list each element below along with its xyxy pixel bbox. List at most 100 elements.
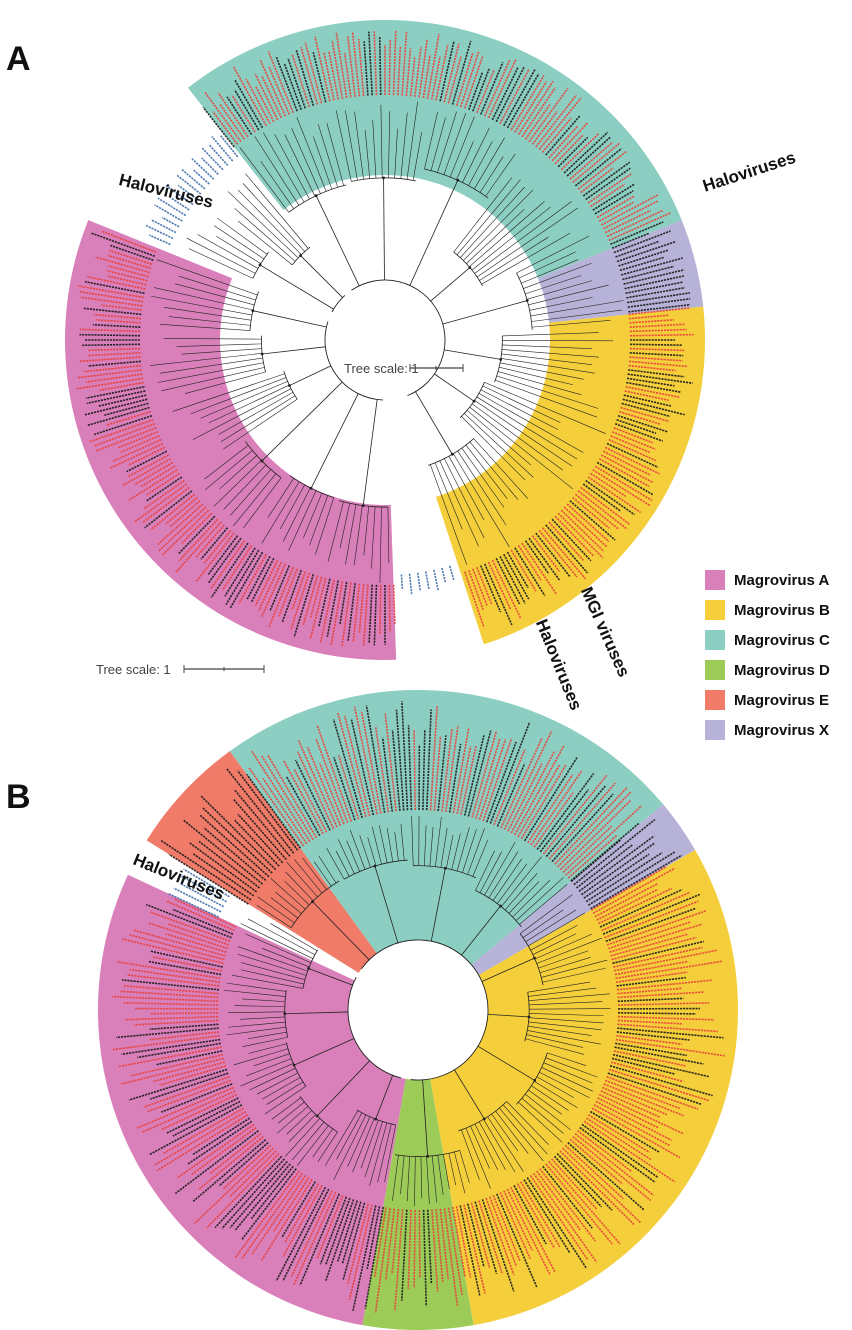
branch-tip [223,464,267,510]
branch-tip [335,850,350,877]
leaf-label [617,1023,718,1033]
leaf-label [120,1057,225,1085]
leaf-label [149,1031,220,1041]
leaf-label [506,551,529,589]
leaf-label [395,709,405,811]
leaf-label [255,86,275,123]
leaf-label [192,1139,267,1202]
leaf-label [527,774,574,844]
branch-tip [172,373,285,412]
branch-tip [525,1038,585,1055]
root-arc [361,939,489,1081]
branch-tip [530,300,624,317]
leaf-label [459,50,480,108]
leaf-label [596,888,659,921]
branch-tip [261,1077,301,1100]
leaf-label [562,1147,641,1224]
leaf-label [621,402,671,418]
leaf-label [178,518,219,562]
leaf-label [449,565,455,581]
leaf-label [391,1208,400,1275]
leaf-label [487,58,517,119]
branch-tip [471,206,551,271]
leaf-label [112,995,219,1003]
leaf-label [122,938,224,965]
leaf-label [606,442,659,469]
branch-tip [459,1150,470,1184]
leaf-label [328,51,340,100]
leaf-label [314,36,331,102]
leaf-label [605,907,697,943]
leaf-label [616,979,713,991]
leaf-label [577,490,628,530]
branch-tip [277,1101,305,1124]
leaf-label [127,454,170,478]
branch-stem [454,1069,485,1120]
leaf-label [179,882,225,908]
leaf-label [467,730,492,817]
branch-tip [451,833,461,870]
leaf-label [592,183,635,211]
legend-label: Magrovirus D [734,662,830,679]
leaf-label [548,782,616,860]
leaf-label [616,419,657,435]
leaf-label [580,167,614,194]
leaf-label [435,1209,444,1283]
leaf-label [560,509,605,552]
branch-tip [531,1085,569,1111]
leaf-label [234,89,260,131]
leaf-label [392,584,396,624]
leaf-label [594,883,658,918]
node-marker [258,263,262,267]
leaf-label [503,553,530,600]
branch-tip [542,967,606,983]
leaf-label [99,381,144,392]
leaf-label [225,549,260,605]
leaf-label [374,1207,391,1313]
branch-tip [359,835,371,868]
branch-tip [543,1062,593,1084]
leaf-label [507,763,543,832]
leaf-label [533,792,574,848]
leaf-label [109,249,153,266]
leaf-label [315,738,349,824]
leaf-label [587,476,642,514]
leaf-label [91,232,156,257]
leaf-label [246,773,302,849]
branch-tip [534,1081,578,1109]
leaf-label [261,563,287,618]
leaf-label [88,347,141,352]
leaf-label [343,52,352,98]
node-marker [426,1154,430,1158]
leaf-label [451,40,472,105]
leaf-label [306,746,342,826]
leaf-label [318,762,345,825]
leaf-label [121,979,220,991]
branch-tip [497,863,528,904]
leaf-label [246,555,271,600]
branch-tip [149,353,263,366]
leaf-label [191,1126,257,1176]
branch-tip [534,933,593,960]
leaf-label [413,730,417,811]
branch-tip [234,208,296,262]
leaf-label [559,799,632,871]
leaf-label [180,512,213,545]
leaf-label [275,1186,327,1282]
leaf-label [175,521,222,573]
branch-tip [400,112,408,179]
node-marker [382,176,385,180]
leaf-label [168,853,249,905]
leaf-label [317,578,331,628]
leaf-label [87,352,141,357]
node-marker [533,956,536,960]
leaf-label [233,789,291,857]
leaf-label [491,66,519,121]
leaf-label [283,760,324,835]
branch-tip [491,1113,519,1152]
leaf-label [281,1181,316,1238]
branch-tip [232,974,304,989]
branch-tip [461,1129,480,1180]
leaf-label [145,903,232,939]
leaf-label [267,50,294,114]
